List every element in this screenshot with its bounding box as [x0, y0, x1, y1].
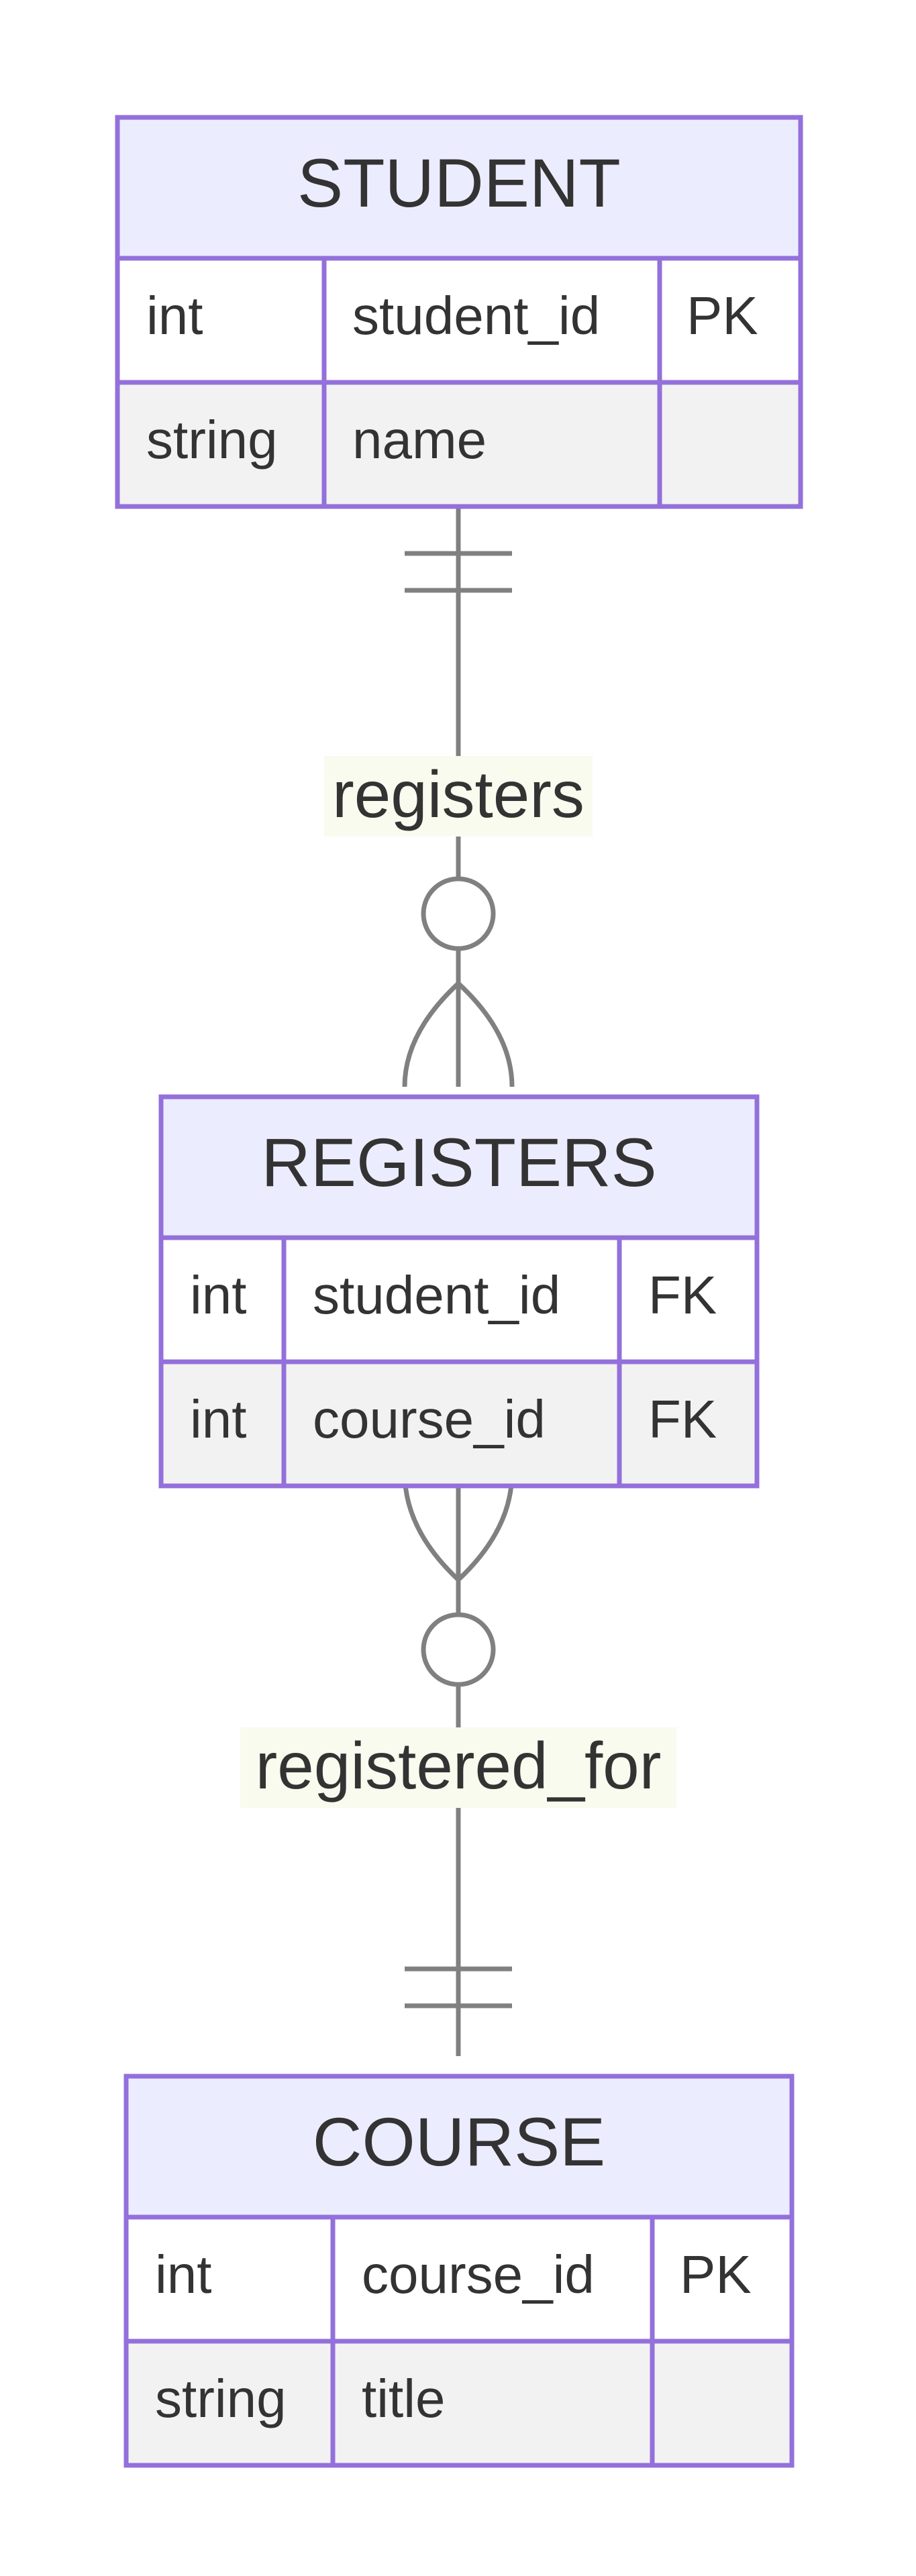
attribute-name: course_id — [362, 2245, 595, 2304]
attribute-key: FK — [648, 1265, 717, 1325]
attribute-type: string — [155, 2369, 287, 2428]
zero-marker-circle — [421, 1612, 496, 1687]
entity-student: STUDENT int student_id PK string name — [115, 115, 803, 509]
attribute-name: student_id — [313, 1265, 560, 1325]
attribute-name: course_id — [313, 1389, 546, 1449]
attribute-name: title — [362, 2369, 446, 2428]
attribute-row — [126, 2217, 792, 2341]
entity-border — [123, 2074, 795, 2468]
entity-registers: REGISTERS int student_id FK int course_i… — [158, 1094, 760, 1489]
attribute-row — [126, 2341, 792, 2465]
attribute-type: int — [190, 1265, 247, 1325]
relationship-registers: registers — [324, 506, 593, 1087]
attribute-row — [161, 1362, 757, 1486]
attribute-row — [117, 258, 801, 382]
attribute-type: int — [155, 2245, 212, 2304]
entity-title: STUDENT — [297, 145, 621, 221]
attribute-type: int — [146, 286, 203, 345]
entity-border — [158, 1094, 760, 1489]
entity-border — [115, 115, 803, 509]
attribute-name: name — [352, 410, 487, 470]
entity-title: COURSE — [313, 2104, 605, 2180]
attribute-key: FK — [648, 1389, 717, 1449]
entity-header — [161, 1097, 757, 1238]
relationship-label: registered_for — [256, 1729, 662, 1803]
crowfoot-marker — [402, 981, 515, 1087]
attribute-row — [161, 1238, 757, 1362]
attribute-row — [117, 382, 801, 506]
attribute-type: string — [146, 410, 278, 470]
relationship-registered-for: registered_for — [240, 1472, 676, 2056]
relationship-label-bg — [240, 1727, 676, 1808]
zero-marker-circle — [421, 876, 496, 951]
attribute-name: student_id — [352, 286, 600, 345]
attribute-key: PK — [686, 286, 758, 345]
attribute-type: int — [190, 1389, 247, 1449]
relationship-label-bg — [324, 756, 593, 837]
entity-course: COURSE int course_id PK string title — [123, 2074, 795, 2468]
entity-header — [117, 117, 801, 258]
relationship-label: registers — [332, 757, 584, 831]
entity-header — [126, 2076, 792, 2217]
attribute-key: PK — [680, 2245, 752, 2304]
entity-title: REGISTERS — [261, 1124, 656, 1201]
